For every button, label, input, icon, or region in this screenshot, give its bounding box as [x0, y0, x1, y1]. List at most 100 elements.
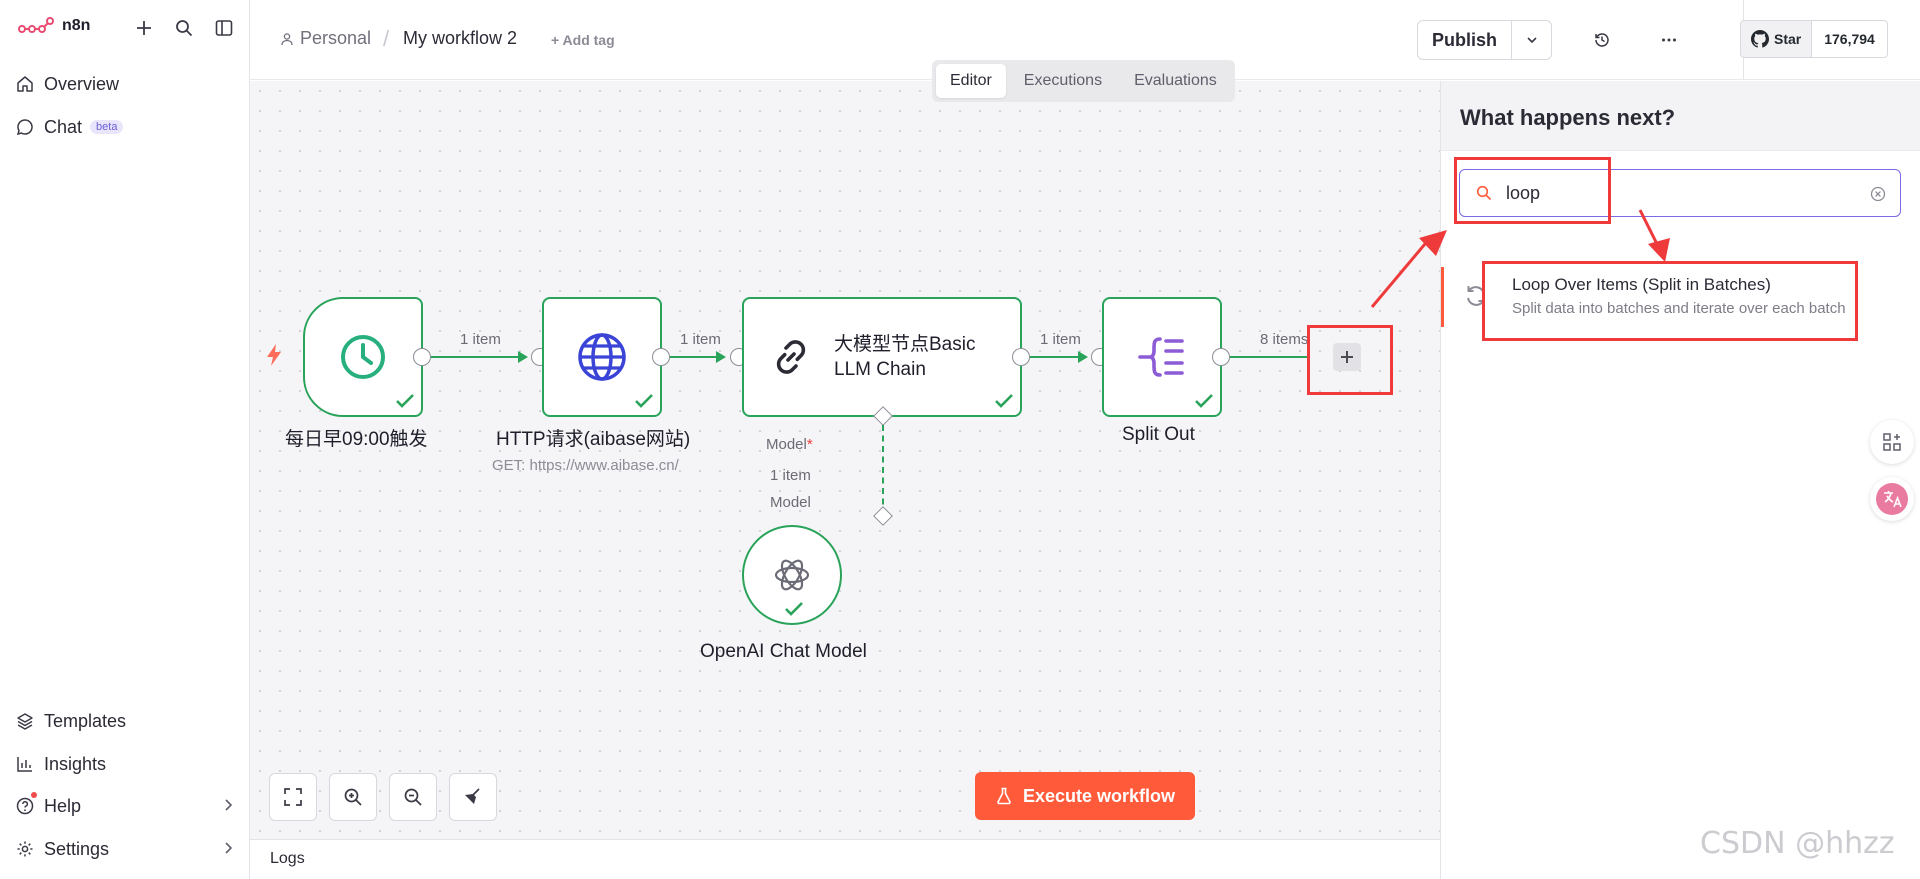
execute-workflow-label: Execute workflow: [1022, 785, 1176, 806]
sidebar-item-insights[interactable]: Insights: [16, 750, 236, 778]
tab-evaluations[interactable]: Evaluations: [1134, 72, 1217, 89]
zoom-out-button[interactable]: [389, 773, 437, 821]
sidebar-item-help[interactable]: Help: [16, 792, 236, 820]
sidebar-toggle-icon: [215, 20, 233, 36]
floating-translate-button[interactable]: [1870, 477, 1914, 521]
user-icon: [281, 32, 293, 45]
panel-title: What happens next?: [1460, 105, 1676, 130]
sidebar-item-label: Help: [44, 795, 82, 816]
sub-connection-count: 1 item: [770, 467, 811, 484]
connection-line: [1230, 356, 1310, 358]
split-output-handle[interactable]: [1212, 348, 1230, 366]
connection-count: 8 items: [1260, 331, 1309, 348]
connection-count: 1 item: [680, 331, 721, 348]
search-button[interactable]: [172, 16, 196, 40]
add-tag-button[interactable]: + Add tag: [551, 32, 615, 48]
view-tabs: Editor Executions Evaluations: [932, 60, 1235, 102]
add-node-button[interactable]: [1333, 343, 1361, 371]
tab-executions[interactable]: Executions: [1023, 72, 1103, 89]
openai-output-handle[interactable]: [873, 506, 893, 526]
logs-bar[interactable]: Logs: [250, 839, 1440, 879]
model-port-label: Model*: [766, 436, 813, 453]
success-check-icon: [995, 394, 1013, 408]
http-output-handle[interactable]: [652, 348, 670, 366]
fit-view-button[interactable]: [269, 773, 317, 821]
floating-apps-button[interactable]: [1870, 420, 1914, 464]
zoom-out-icon: [404, 788, 422, 806]
gear-icon: [17, 841, 33, 857]
sidebar-item-chat[interactable]: Chat beta: [16, 113, 236, 141]
globe-icon: [578, 333, 626, 381]
panel-header: What happens next?: [1441, 81, 1920, 151]
connection-arrow: [518, 351, 528, 363]
clear-search-icon[interactable]: [1870, 186, 1886, 202]
node-subtitle: GET: https://www.aibase.cn/: [492, 457, 679, 474]
node-openai-chat-model[interactable]: [742, 525, 842, 625]
node-split-out[interactable]: [1102, 297, 1222, 417]
connection-line: [431, 356, 520, 358]
node-schedule-trigger[interactable]: [303, 297, 423, 417]
llm-output-handle[interactable]: [1012, 348, 1030, 366]
sidebar-item-label: Templates: [44, 710, 127, 731]
zoom-in-button[interactable]: [329, 773, 377, 821]
beta-badge: beta: [90, 120, 124, 134]
connection-line: [1030, 356, 1080, 358]
node-basic-llm-chain[interactable]: 大模型节点Basic LLM Chain: [742, 297, 1022, 417]
sidebar-item-label: Overview: [44, 73, 120, 94]
sidebar-item-overview[interactable]: Overview: [16, 70, 236, 98]
result-description: Split data into batches and iterate over…: [1512, 300, 1846, 317]
success-check-icon: [785, 602, 803, 616]
history-button[interactable]: [1590, 28, 1614, 52]
broom-icon: [465, 788, 480, 804]
publish-button-group: Publish: [1417, 20, 1553, 60]
add-button[interactable]: [132, 16, 156, 40]
chevron-right-icon: [225, 799, 233, 811]
n8n-logo[interactable]: n8n: [18, 16, 90, 36]
sidebar-item-settings[interactable]: Settings: [16, 835, 236, 863]
node-http-request[interactable]: [542, 297, 662, 417]
search-result-loop-over-items[interactable]: Loop Over Items (Split in Batches) Split…: [1441, 257, 1920, 337]
github-star-count: 176,794: [1824, 31, 1875, 47]
sidebar: n8n Overview Chat beta Templates Insight…: [0, 0, 250, 879]
tidy-up-button[interactable]: [449, 773, 497, 821]
toggle-sidebar-button[interactable]: [212, 16, 236, 40]
node-label: 每日早09:00触发: [285, 429, 428, 450]
workflow-name-label: My workflow 2: [403, 28, 518, 48]
publish-button[interactable]: Publish: [1432, 29, 1498, 50]
more-options-button[interactable]: [1657, 28, 1681, 52]
insights-icon: [17, 757, 32, 772]
home-icon: [17, 76, 33, 92]
execute-workflow-button[interactable]: Execute workflow: [975, 772, 1195, 820]
github-star-button[interactable]: Star: [1741, 21, 1813, 57]
sub-connection-label: Model: [770, 494, 811, 511]
refresh-icon: [1467, 286, 1485, 306]
llm-node-title-line1: 大模型节点Basic: [834, 334, 976, 355]
github-icon: [1751, 30, 1769, 48]
trigger-output-handle[interactable]: [413, 348, 431, 366]
sidebar-item-label: Chat: [44, 116, 83, 137]
zoom-in-icon: [344, 788, 362, 806]
openai-icon: [774, 559, 810, 591]
translate-icon: [1876, 483, 1908, 515]
llm-node-title: 大模型节点Basic LLM Chain: [834, 332, 975, 382]
sidebar-item-templates[interactable]: Templates: [16, 707, 236, 735]
tab-editor[interactable]: Editor: [936, 64, 1006, 98]
node-label: OpenAI Chat Model: [700, 641, 867, 662]
trigger-bolt-icon: [267, 344, 281, 366]
help-icon: [16, 797, 34, 815]
required-marker: *: [806, 436, 813, 453]
connection-arrow: [716, 351, 726, 363]
publish-dropdown-button[interactable]: [1511, 21, 1551, 59]
workflow-canvas[interactable]: 每日早09:00触发 1 item HTTP请求(aibase网站) GET: …: [250, 81, 1440, 839]
breadcrumb-project[interactable]: Personal: [280, 28, 371, 49]
plus-icon: [137, 21, 151, 35]
node-search-input[interactable]: loop: [1459, 169, 1901, 217]
flask-icon: [997, 787, 1011, 805]
workflow-name[interactable]: My workflow 2: [403, 28, 517, 49]
notification-dot: [31, 792, 37, 798]
grid-add-icon: [1883, 433, 1901, 451]
result-active-indicator: [1441, 267, 1444, 327]
chat-icon: [16, 119, 33, 136]
connection-count: 1 item: [460, 331, 501, 348]
split-icon: [1138, 337, 1184, 377]
